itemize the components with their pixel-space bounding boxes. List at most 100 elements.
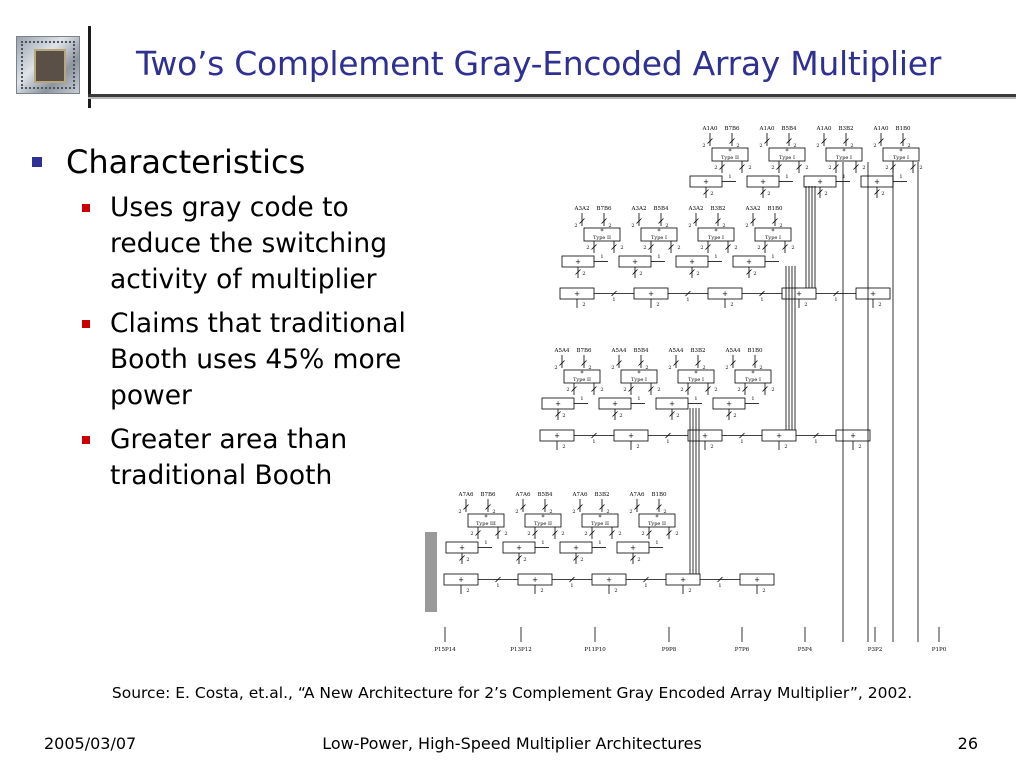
- wire-slash: [910, 164, 916, 170]
- input-label: B1B0: [747, 348, 763, 354]
- output-label: P3P2: [868, 647, 882, 653]
- wire-slash: [725, 244, 731, 250]
- carry-width-label: 1: [771, 254, 774, 260]
- wire-slash: [673, 360, 679, 366]
- multiplier-type-label: Type II: [593, 235, 611, 241]
- wire-width-label: 2: [515, 509, 518, 515]
- carry-width-label: 1: [714, 254, 717, 260]
- wire-width-label: 2: [779, 223, 782, 229]
- carry-width-label: 1: [751, 396, 754, 402]
- bullet-text: Characteristics: [66, 143, 306, 181]
- wire-width-label: 2: [470, 531, 473, 537]
- wire-width-label: 2: [757, 245, 760, 251]
- carry-width-label: 1: [637, 396, 640, 402]
- wire-slash: [459, 555, 465, 561]
- multiplier-block: [882, 147, 920, 162]
- wire-slash: [638, 360, 644, 366]
- wire-slash: [796, 164, 802, 170]
- sub-bullet-area: Greater area than traditional Booth: [30, 422, 420, 494]
- carry-width-label: 1: [600, 254, 603, 260]
- multiplier-symbol: *: [658, 229, 661, 236]
- wire-width-label: 2: [722, 223, 725, 229]
- input-label: B1B0: [651, 492, 667, 498]
- wire-slash: [591, 432, 597, 439]
- output-label: P5P4: [798, 647, 813, 653]
- adder-symbol: +: [532, 576, 538, 584]
- wire-width-label: 2: [824, 191, 827, 197]
- input-label: A7A6: [458, 492, 474, 498]
- multiplier-symbol: *: [656, 515, 659, 522]
- wire-slash: [577, 504, 583, 510]
- wire-width-label: 2: [710, 191, 713, 197]
- carry-width-label: 1: [541, 540, 544, 546]
- multiplier-type-label: Type I: [688, 377, 704, 383]
- wire-slash: [575, 269, 581, 275]
- wire-slash: [833, 164, 839, 170]
- wire-width-label: 2: [566, 387, 569, 393]
- input-label: B7B6: [596, 206, 612, 212]
- multiplier-type-label: Type I: [765, 235, 781, 241]
- wire-slash: [636, 218, 642, 224]
- adder-symbol: +: [702, 432, 708, 440]
- wire-slash: [782, 244, 788, 250]
- wire-slash: [833, 290, 839, 297]
- adder-symbol: +: [554, 432, 560, 440]
- wire-slash: [730, 360, 736, 366]
- multiplier-type-label: Type II: [721, 155, 739, 161]
- carry-width-label: 1: [740, 439, 743, 445]
- adder-symbol: +: [870, 290, 876, 298]
- multiplier-symbol: *: [485, 515, 488, 522]
- wire-slash: [599, 504, 605, 510]
- multiplier-block: [711, 147, 749, 162]
- wire-width-label: 2: [675, 531, 678, 537]
- wire-width-label: 2: [725, 365, 728, 371]
- wire-slash: [495, 530, 501, 536]
- input-label: B7B6: [724, 126, 740, 132]
- wire-slash: [685, 290, 691, 297]
- carry-width-label: 1: [580, 396, 583, 402]
- wire-width-label: 2: [734, 245, 737, 251]
- multiplier-symbol: *: [729, 149, 732, 156]
- wire-slash: [516, 555, 522, 561]
- wire-width-label: 2: [523, 557, 526, 563]
- input-label: A5A4: [554, 348, 570, 354]
- wire-width-label: 2: [885, 165, 888, 171]
- wire-slash: [764, 138, 770, 144]
- footer-title: Low-Power, High-Speed Multiplier Archite…: [322, 734, 702, 753]
- adder-symbol: +: [458, 576, 464, 584]
- wire-width-label: 2: [636, 444, 639, 450]
- wire-slash: [705, 386, 711, 392]
- wire-width-label: 2: [561, 531, 564, 537]
- wire-width-label: 2: [676, 413, 679, 419]
- wire-slash: [555, 411, 561, 417]
- input-label: A5A4: [725, 348, 741, 354]
- wire-slash: [559, 360, 565, 366]
- wire-width-label: 2: [878, 302, 881, 308]
- multiplier-type-label: Type II: [573, 377, 591, 383]
- adder-symbol: +: [669, 400, 675, 408]
- wire-slash: [601, 218, 607, 224]
- title-horizontal-rule: [88, 94, 1016, 97]
- carry-width-label: 1: [496, 583, 499, 589]
- carry-width-label: 1: [612, 297, 615, 303]
- multiplier-symbol: *: [581, 371, 584, 378]
- sub-bullet-gray-code: Uses gray code to reduce the switching a…: [30, 190, 420, 298]
- wire-width-label: 2: [600, 387, 603, 393]
- wire-width-label: 2: [620, 245, 623, 251]
- wire-slash: [520, 504, 526, 510]
- multiplier-symbol: *: [843, 149, 846, 156]
- wire-width-label: 2: [608, 223, 611, 229]
- wire-slash: [703, 189, 709, 195]
- wire-slash: [689, 269, 695, 275]
- wire-slash: [573, 555, 579, 561]
- input-label: A3A2: [688, 206, 704, 212]
- wire-width-label: 2: [574, 223, 577, 229]
- wire-slash: [762, 386, 768, 392]
- wire-width-label: 2: [584, 531, 587, 537]
- wire-slash: [616, 360, 622, 366]
- input-label: A1A0: [873, 126, 889, 132]
- multiplier-block: [583, 227, 621, 242]
- wire-width-label: 2: [804, 302, 807, 308]
- input-label: B5B4: [653, 206, 669, 212]
- wire-width-label: 2: [791, 245, 794, 251]
